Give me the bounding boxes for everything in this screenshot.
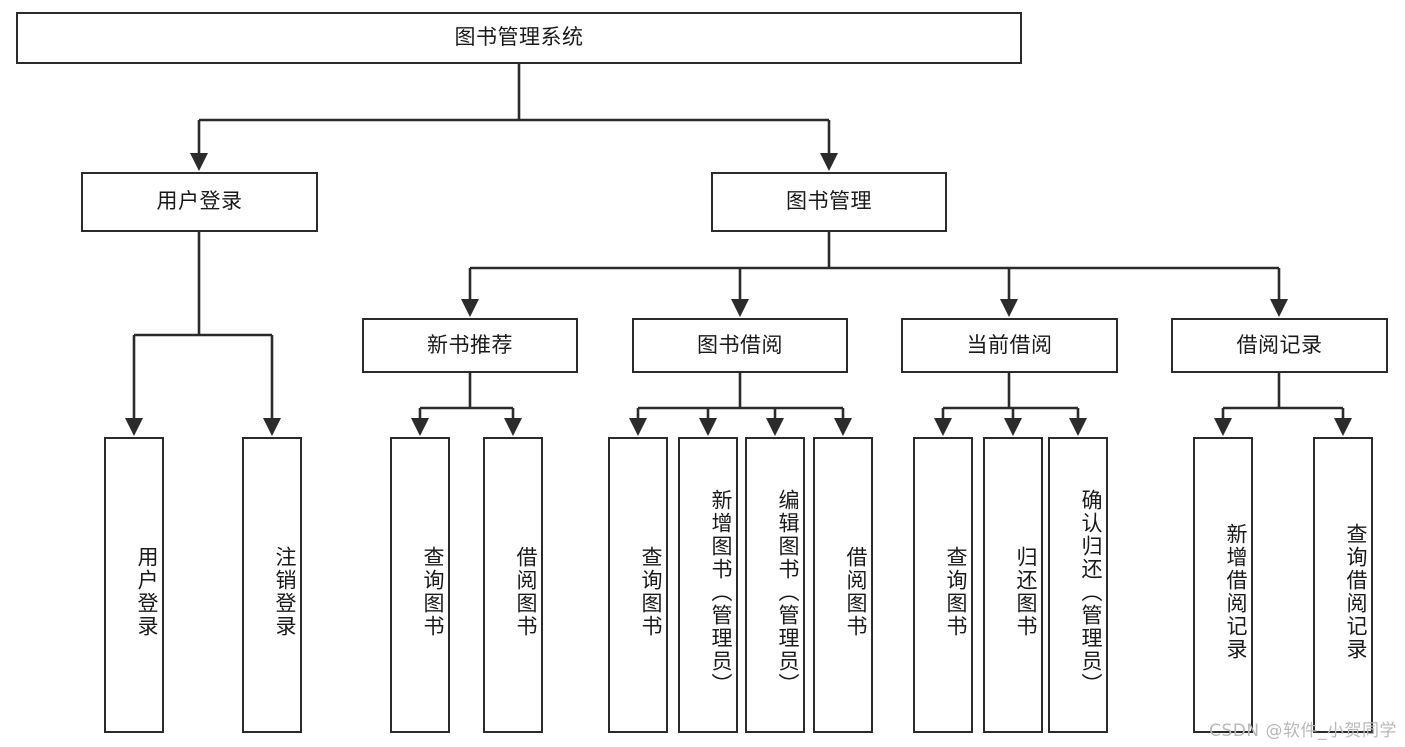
leaf-book-borrow-edit-book-admin[interactable]: 编辑图书（管理员） bbox=[745, 437, 805, 733]
leaf-label: 查询图书 bbox=[421, 546, 445, 638]
node-book-management[interactable]: 图书管理 bbox=[711, 172, 947, 232]
leaf-label: 新增借阅记录 bbox=[1224, 523, 1248, 661]
leaf-book-borrow-query-book[interactable]: 查询图书 bbox=[608, 437, 668, 733]
leaf-current-borrow-confirm-return-admin[interactable]: 确认归还（管理员） bbox=[1048, 437, 1108, 733]
leaf-borrow-record-add-record[interactable]: 新增借阅记录 bbox=[1193, 437, 1253, 733]
leaf-book-borrow-add-book-admin[interactable]: 新增图书（管理员） bbox=[678, 437, 738, 733]
node-user-login[interactable]: 用户登录 bbox=[81, 172, 318, 232]
leaf-new-book-borrow-book[interactable]: 借阅图书 bbox=[483, 437, 543, 733]
node-current-borrow[interactable]: 当前借阅 bbox=[901, 318, 1118, 373]
node-new-book-recommend[interactable]: 新书推荐 bbox=[362, 318, 578, 373]
leaf-label: 确认归还（管理员） bbox=[1079, 488, 1103, 696]
leaf-book-borrow-borrow-book[interactable]: 借阅图书 bbox=[813, 437, 873, 733]
leaf-current-borrow-return-book[interactable]: 归还图书 bbox=[983, 437, 1043, 733]
leaf-label: 新增图书（管理员） bbox=[709, 488, 733, 696]
leaf-label: 查询图书 bbox=[944, 546, 968, 638]
leaf-new-book-query-book[interactable]: 查询图书 bbox=[390, 437, 450, 733]
leaf-user-login-login[interactable]: 用户登录 bbox=[104, 437, 164, 733]
leaf-borrow-record-query-record[interactable]: 查询借阅记录 bbox=[1313, 437, 1373, 733]
node-borrow-record[interactable]: 借阅记录 bbox=[1171, 318, 1388, 373]
leaf-current-borrow-query-book[interactable]: 查询图书 bbox=[913, 437, 973, 733]
leaf-label: 归还图书 bbox=[1014, 546, 1038, 638]
node-root-book-management-system[interactable]: 图书管理系统 bbox=[16, 12, 1022, 64]
leaf-label: 用户登录 bbox=[135, 546, 159, 638]
leaf-label: 查询图书 bbox=[639, 546, 663, 638]
csdn-watermark: CSDN @软件_小贺同学 bbox=[1209, 721, 1397, 741]
node-book-borrow[interactable]: 图书借阅 bbox=[632, 318, 848, 373]
leaf-label: 编辑图书（管理员） bbox=[776, 488, 800, 696]
leaf-label: 借阅图书 bbox=[514, 546, 538, 638]
leaf-label: 注销登录 bbox=[273, 546, 297, 638]
leaf-label: 借阅图书 bbox=[844, 546, 868, 638]
leaf-label: 查询借阅记录 bbox=[1344, 523, 1368, 661]
leaf-user-login-logout[interactable]: 注销登录 bbox=[242, 437, 302, 733]
